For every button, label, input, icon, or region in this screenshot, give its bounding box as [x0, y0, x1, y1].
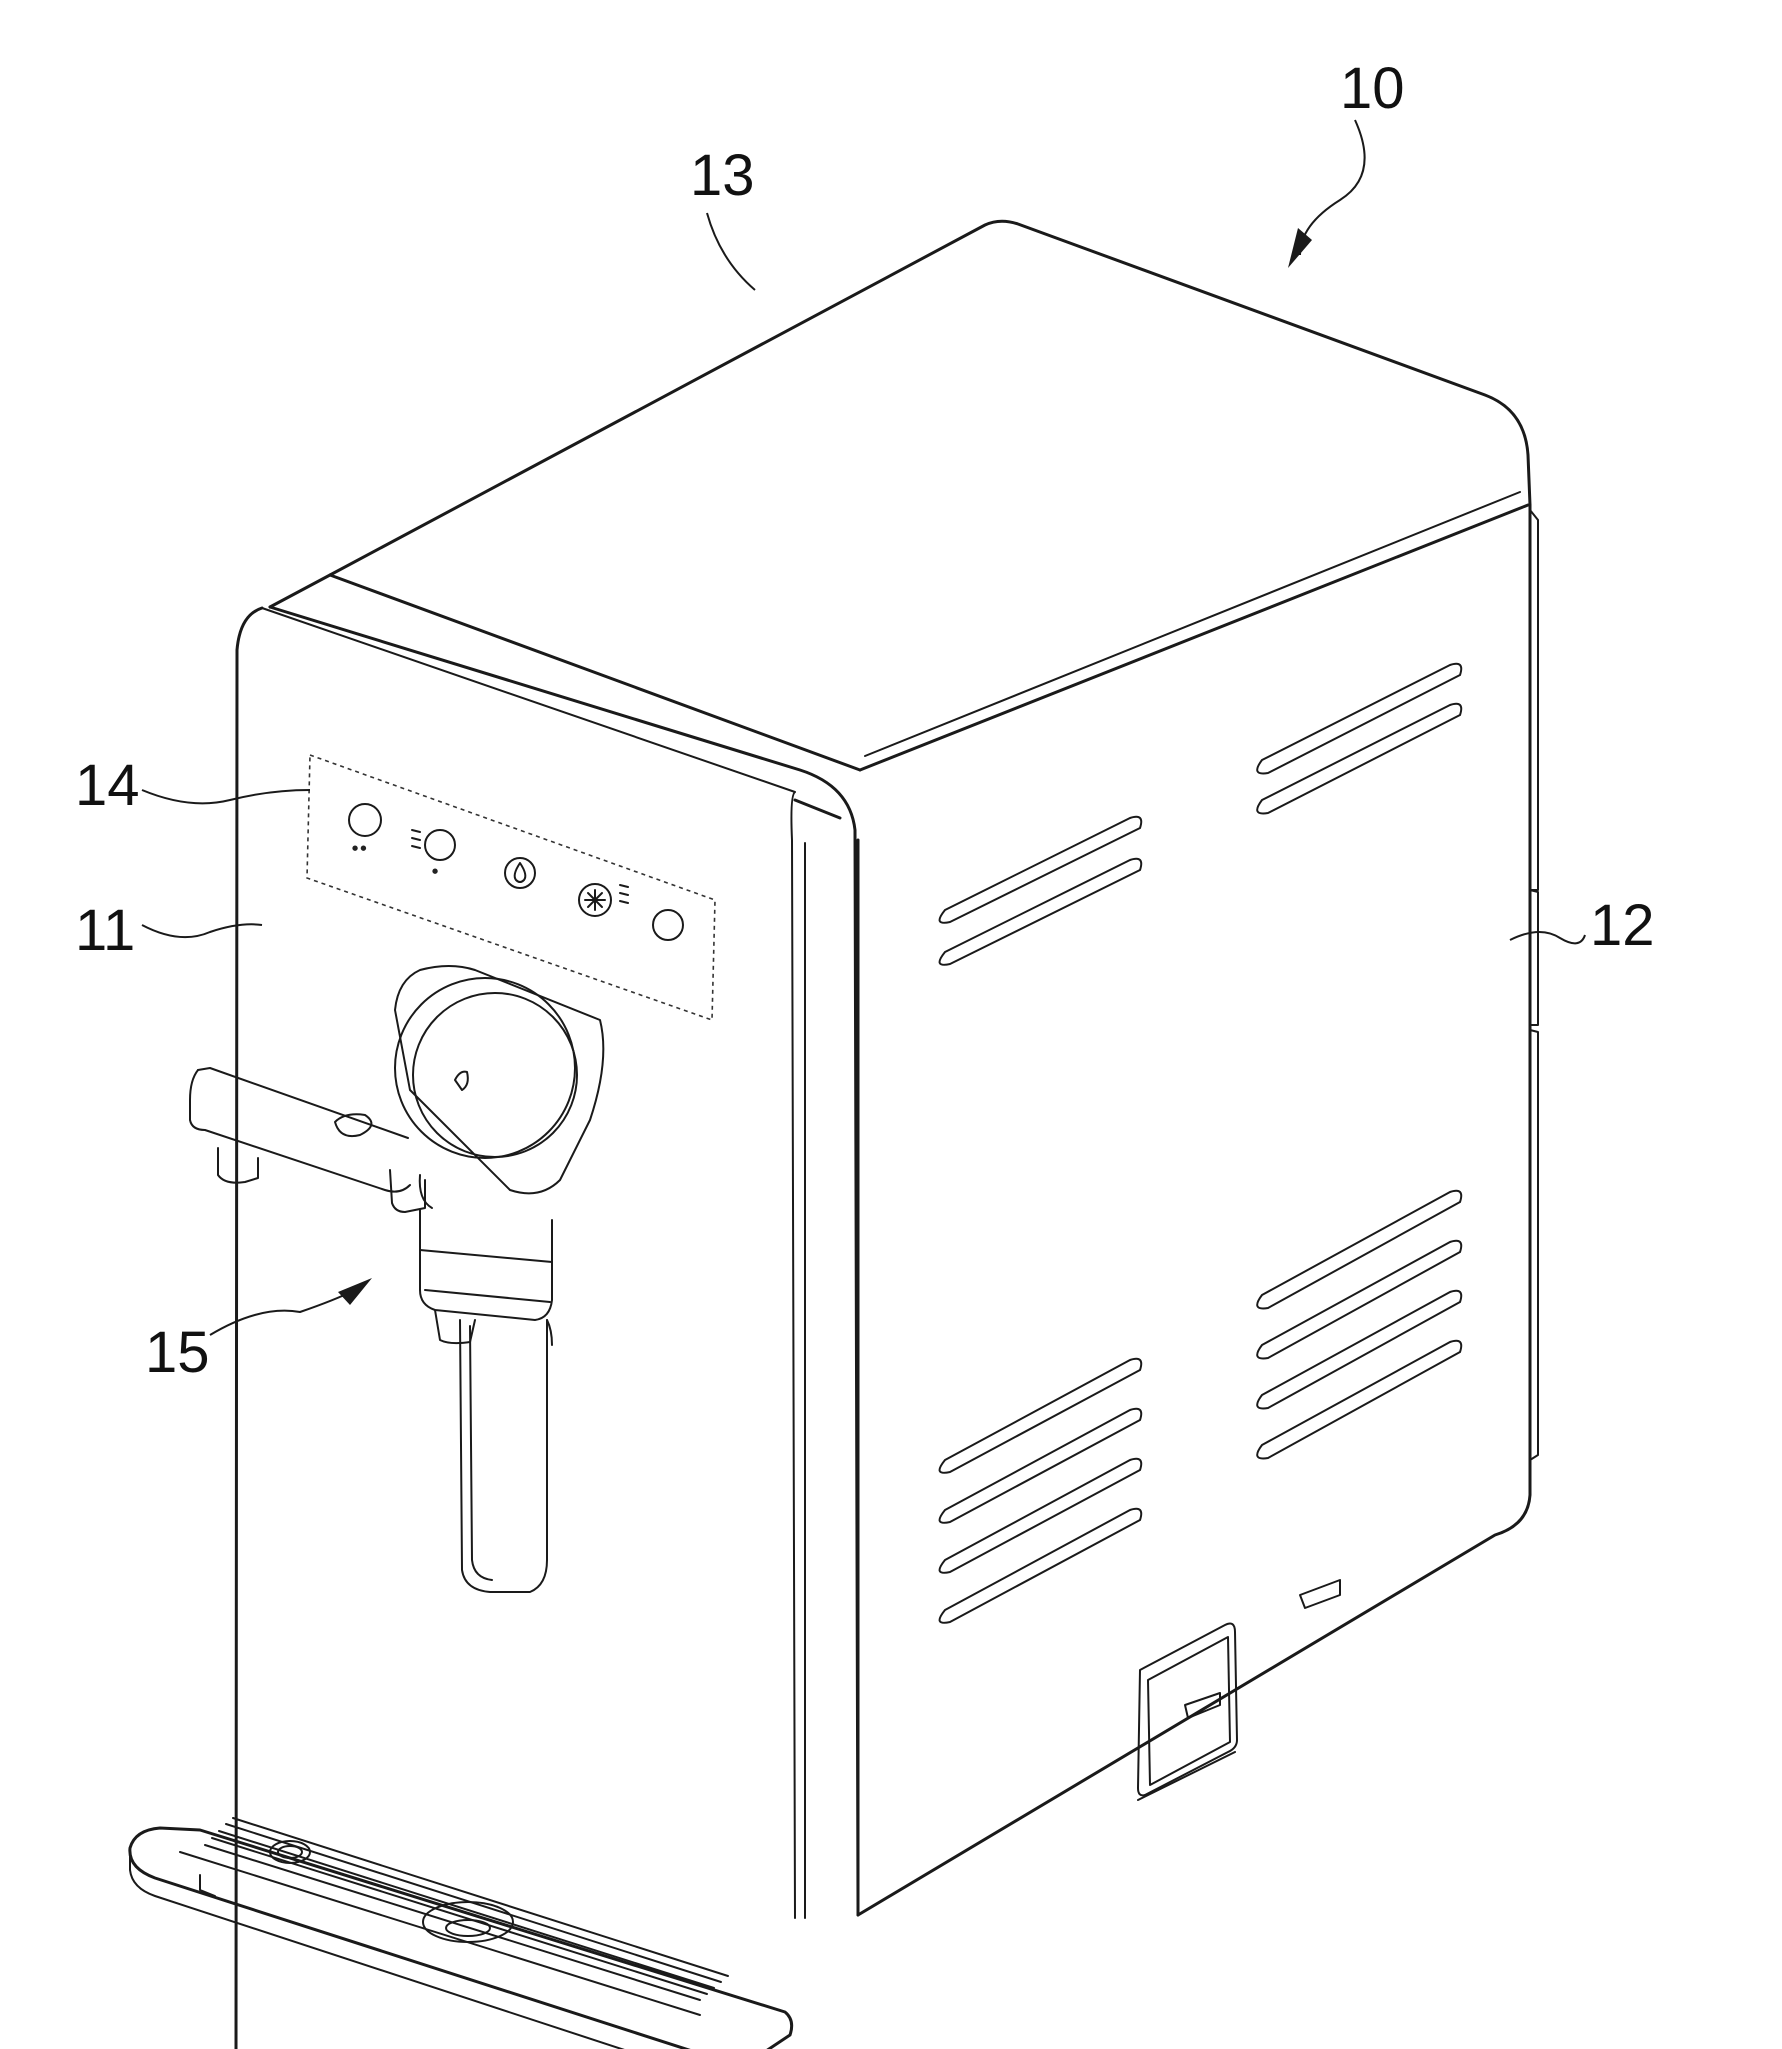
- arrowhead: [338, 1278, 372, 1305]
- label-14: 14: [75, 753, 310, 818]
- label-11: 11: [75, 898, 262, 963]
- reference-numeral-13: 13: [690, 143, 755, 208]
- svg-text:● ●: ● ●: [352, 844, 366, 852]
- vents-lower-left: [940, 1359, 1142, 1623]
- button-icon-5: [653, 910, 683, 940]
- arrowhead: [1288, 228, 1312, 268]
- label-13: 13: [690, 143, 755, 290]
- button-icon-4-cold: [579, 884, 628, 916]
- label-15: 15: [145, 1278, 372, 1385]
- vents-lower-right: [1257, 1191, 1461, 1459]
- control-panel: ● ● ●: [307, 755, 715, 1020]
- reference-numeral-10: 10: [1340, 56, 1405, 121]
- top-cover: [270, 221, 1530, 770]
- reference-numeral-11: 11: [75, 898, 135, 963]
- vents-upper-left: [940, 817, 1142, 965]
- svg-text:●: ●: [432, 867, 438, 875]
- button-icon-1: ● ●: [349, 804, 381, 852]
- label-10: 10: [1288, 56, 1405, 268]
- side-panel: [858, 505, 1538, 1915]
- button-icon-2: ●: [412, 830, 455, 875]
- water-outlet: [190, 966, 603, 1592]
- drip-tray: [130, 1818, 792, 2049]
- reference-numeral-12: 12: [1590, 893, 1655, 958]
- label-12: 12: [1510, 893, 1655, 958]
- reference-numeral-15: 15: [145, 1320, 210, 1385]
- vents-upper-right: [1257, 664, 1461, 814]
- reference-numeral-14: 14: [75, 753, 140, 818]
- button-icon-3-water-drop: [505, 858, 535, 888]
